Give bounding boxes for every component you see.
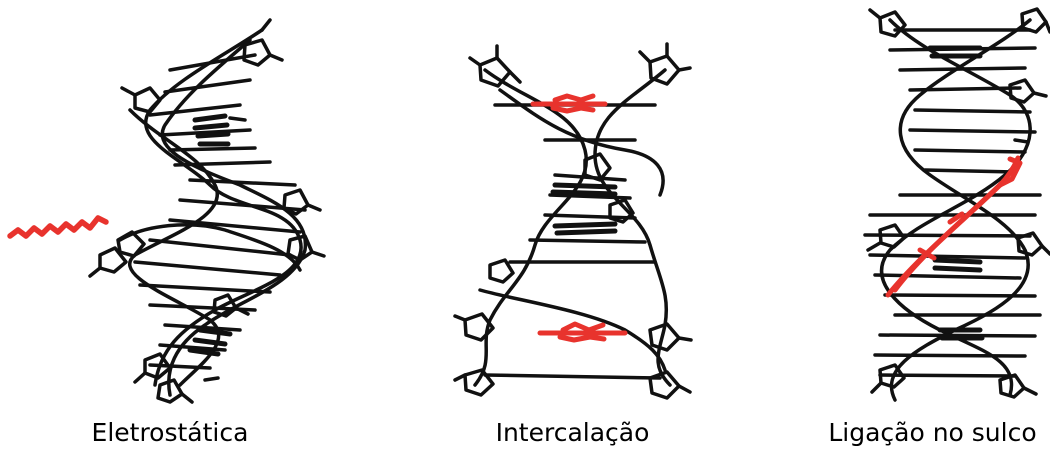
dna-helix-electrostatic-icon xyxy=(7,18,326,404)
caption-groove-binding: Ligação no sulco xyxy=(828,418,1037,447)
dna-helix-intercalation-icon xyxy=(453,42,693,400)
caption-electrostatic: Eletrostática xyxy=(91,418,249,447)
ligand-electrostatic-icon xyxy=(7,215,109,239)
panel-intercalation xyxy=(435,0,705,410)
panel-electrostatic xyxy=(0,0,330,410)
caption-intercalation: Intercalação xyxy=(495,418,650,447)
panel-groove-binding xyxy=(840,0,1050,410)
dna-helix-groove-binding-icon xyxy=(863,7,1050,402)
ligand-intercalation-icon xyxy=(530,93,628,343)
ligand-groove-icon xyxy=(885,155,1023,298)
